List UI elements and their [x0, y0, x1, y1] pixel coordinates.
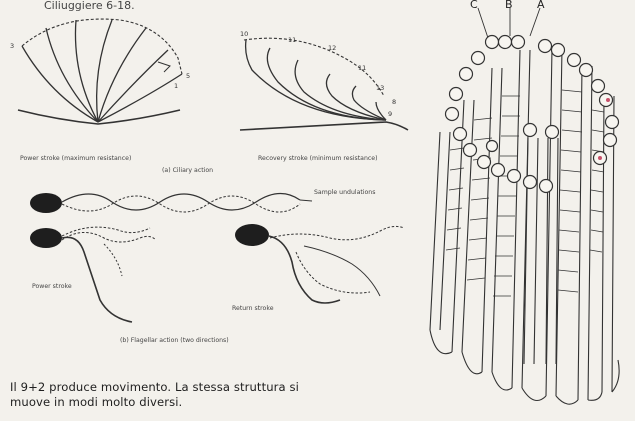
flagellum-recovery-stroke-drawing — [235, 224, 404, 303]
axoneme-drawing — [430, 8, 619, 404]
recovery-num-8: 8 — [392, 98, 396, 106]
recovery-num-11b: 11 — [358, 64, 366, 72]
ciliary-action-caption: (a) Ciliary action — [162, 167, 213, 174]
power-stroke-caption: Power stroke (maximum resistance) — [20, 155, 131, 162]
flagellum-power-stroke-drawing — [30, 227, 156, 322]
cilia-power-stroke-drawing — [18, 19, 182, 124]
figure-caption: Il 9+2 produce movimento. La stessa stru… — [10, 380, 405, 410]
axoneme-label-a: A — [537, 0, 545, 11]
flagellum-recovery-label: Return stroke — [232, 305, 274, 312]
axoneme-label-c: C — [470, 0, 478, 11]
recovery-num-10: 10 — [240, 30, 248, 38]
recovery-stroke-caption: Recovery stroke (minimum resistance) — [258, 155, 378, 162]
recovery-num-11a: 11 — [288, 36, 296, 44]
flagellum-power-label: Power stroke — [32, 283, 72, 290]
power-num-c: 5 — [186, 72, 190, 80]
caption-line-1: Il 9+2 produce movimento. La stessa stru… — [10, 380, 405, 395]
header-partial-text: Ciliuggiere 6-18. — [44, 0, 135, 12]
flagellar-action-caption: (b) Flagellar action (two directions) — [120, 337, 229, 344]
recovery-num-9: 9 — [388, 110, 392, 118]
wave-label: Sample undulations — [314, 189, 375, 196]
caption-line-2: muove in modi molto diversi. — [10, 395, 405, 410]
recovery-num-13: 13 — [376, 84, 384, 92]
power-num-b: 1 — [174, 82, 178, 90]
recovery-num-12: 12 — [328, 44, 336, 52]
axoneme-label-b: B — [505, 0, 513, 11]
power-num-a: 3 — [10, 42, 14, 50]
flagellum-wave-drawing — [30, 193, 312, 213]
